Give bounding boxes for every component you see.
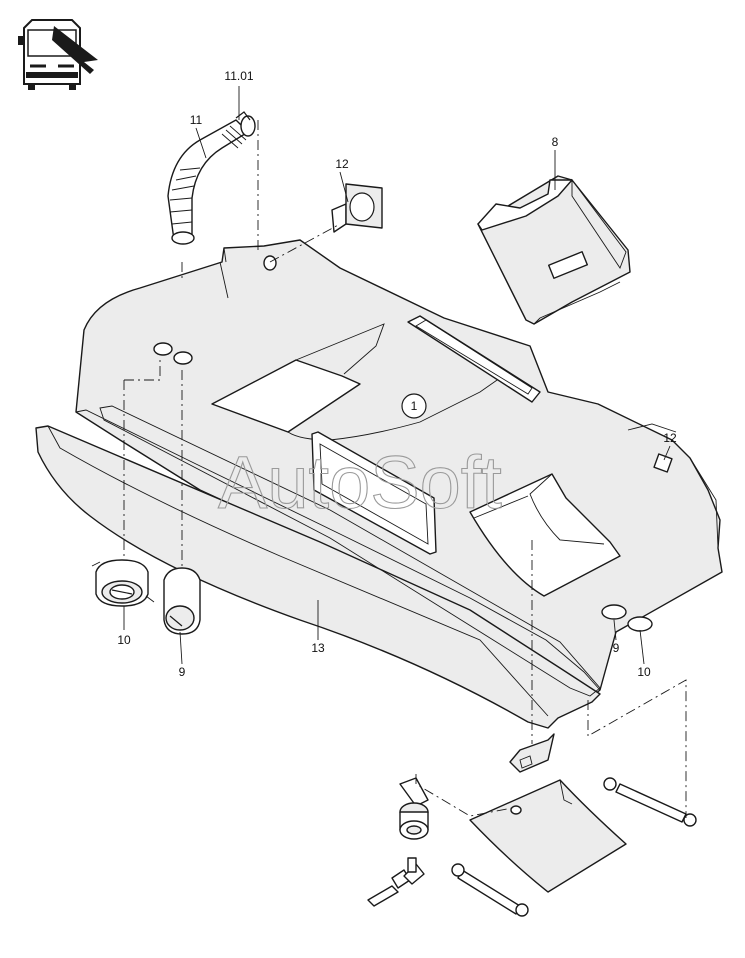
leader-lines — [123, 86, 671, 665]
lock-assembly — [399, 777, 429, 840]
label-12-right: 12 — [663, 431, 677, 445]
bracket — [509, 733, 555, 773]
bus-front-icon — [18, 19, 98, 90]
label-10-left: 10 — [117, 633, 131, 647]
glove-box — [477, 175, 631, 325]
label-11: 11 — [190, 113, 203, 127]
key-icon — [367, 857, 425, 907]
trim-strip — [35, 405, 601, 729]
label-9-right: 9 — [613, 641, 620, 655]
label-9-left: 9 — [179, 665, 186, 679]
label-13: 13 — [311, 641, 325, 655]
guide-lines — [123, 120, 687, 818]
vent-grille — [331, 183, 383, 233]
label-8: 8 — [552, 135, 559, 149]
hose — [167, 111, 256, 245]
gas-strut — [451, 863, 529, 917]
watermark: AutoSoft — [218, 441, 502, 524]
label-11-01: 11.01 — [224, 69, 253, 83]
lid-panel — [469, 779, 627, 893]
gas-strut — [603, 777, 697, 827]
label-12-top: 12 — [335, 157, 349, 171]
label-1: 1 — [411, 399, 418, 413]
console-panel — [75, 239, 723, 701]
part-number-circle — [401, 393, 427, 419]
knob-9-left — [163, 567, 201, 635]
switch-10-left — [91, 559, 155, 607]
label-10-right: 10 — [637, 665, 651, 679]
